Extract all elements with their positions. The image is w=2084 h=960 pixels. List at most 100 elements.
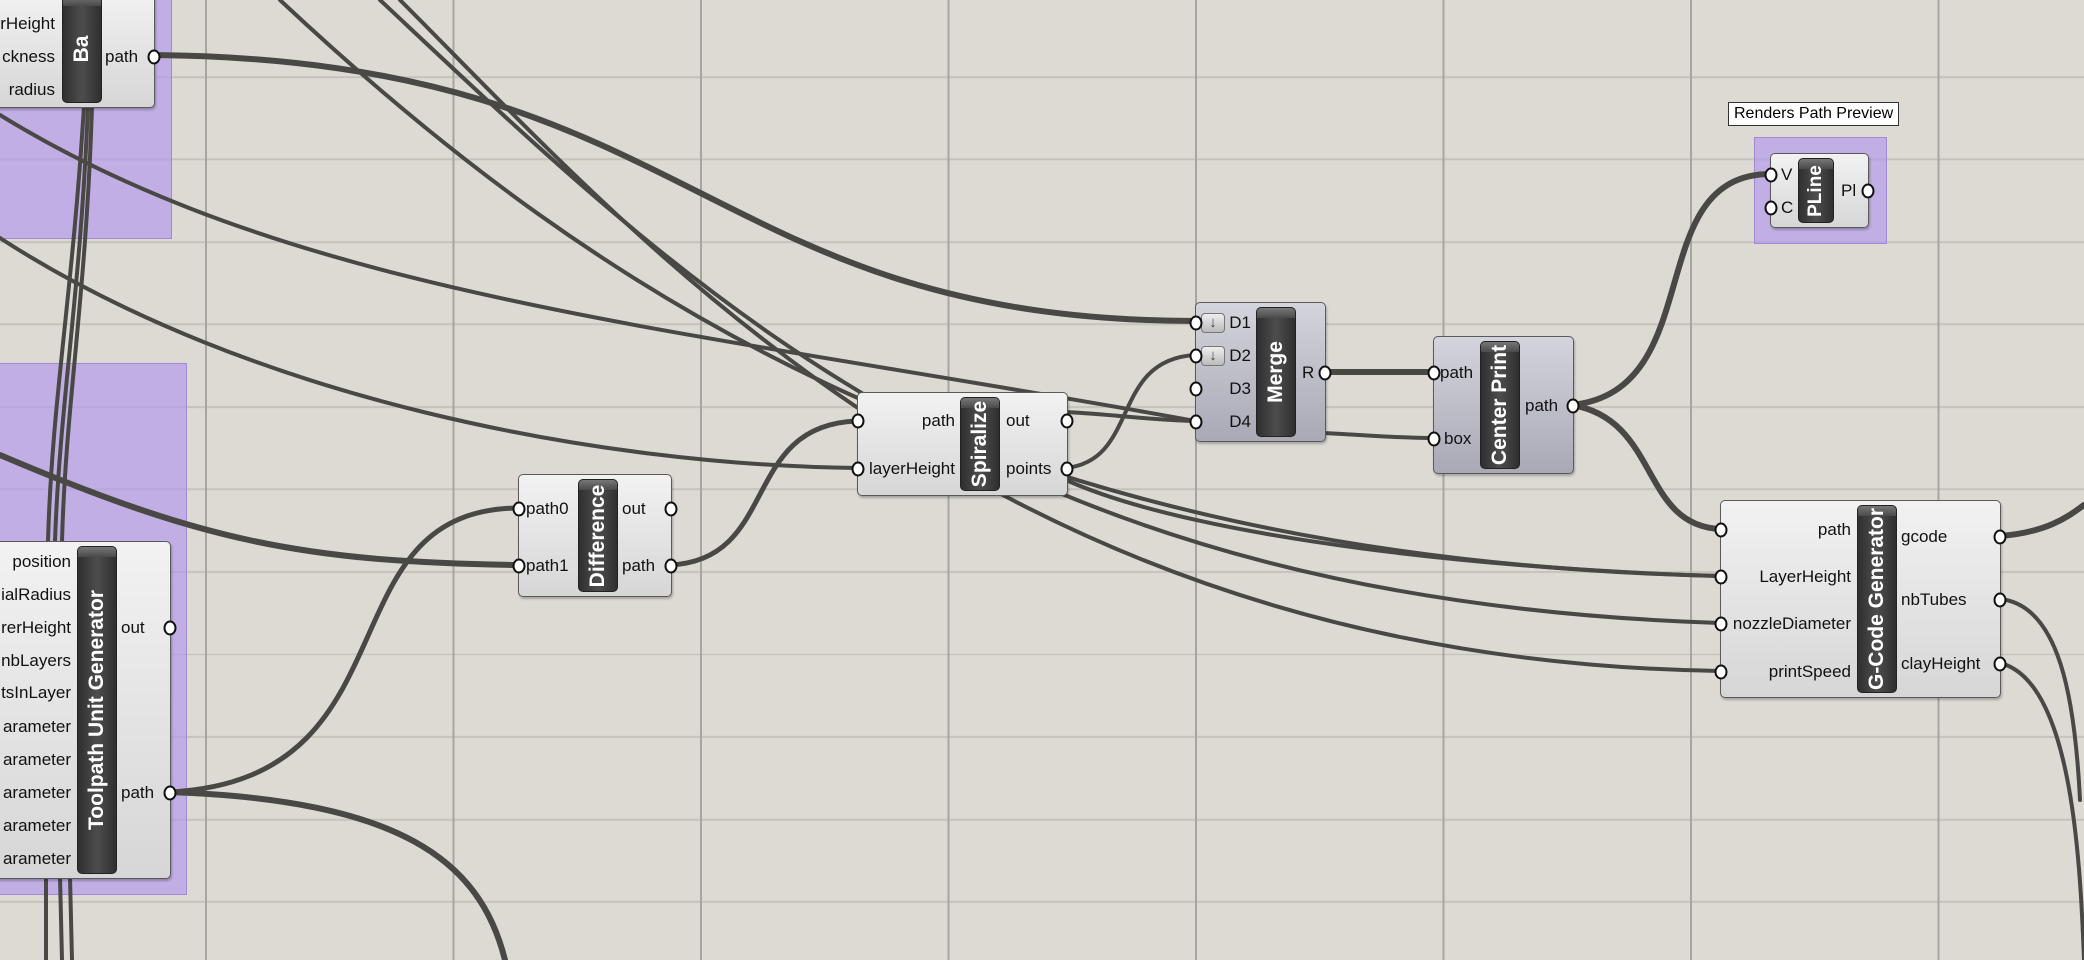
input-port[interactable] (1189, 315, 1203, 331)
input-label: printSpeed (1768, 662, 1851, 681)
flatten-arrow-down-icon[interactable]: ↓ (1201, 346, 1225, 366)
input-port[interactable] (1189, 381, 1203, 397)
node-pline[interactable]: PLine V C Pl (1764, 153, 1875, 228)
input-port[interactable] (1189, 414, 1203, 430)
wire-vertical-bottom-2[interactable] (58, 875, 64, 960)
input-port[interactable] (851, 413, 865, 429)
input-port[interactable] (1764, 167, 1778, 183)
wire-base-to-merge-d1[interactable] (150, 52, 1198, 324)
wire-center-to-gcode[interactable] (1569, 402, 1723, 532)
input-label: arameter (2, 783, 71, 802)
wire-vertical-1[interactable] (53, 104, 90, 543)
node-title-bar[interactable]: Difference (578, 479, 618, 592)
wire-to-merge-d4[interactable] (1064, 410, 1197, 423)
node-title-bar[interactable]: Toolpath Unit Generator (77, 546, 117, 874)
wire-clayheight-out[interactable] (1998, 661, 2084, 960)
input-label: rHeight (0, 14, 55, 33)
input-port[interactable] (1714, 522, 1728, 538)
node-title: Center Print (1488, 344, 1511, 466)
output-label: Pl (1841, 181, 1857, 200)
input-port[interactable] (1427, 365, 1441, 381)
output-label: points (1006, 459, 1052, 478)
wire-vertical-3[interactable] (46, 104, 86, 543)
flatten-arrow-down-icon[interactable]: ↓ (1201, 313, 1225, 333)
output-port[interactable] (147, 49, 161, 65)
input-label: arameter (2, 717, 71, 736)
input-label: V (1781, 165, 1793, 184)
output-port[interactable] (1993, 656, 2007, 672)
node-title-bar[interactable]: Spiralize (960, 397, 1000, 491)
input-label: ialRadius (1, 585, 71, 604)
wire-vertical-2[interactable] (60, 104, 94, 543)
node-base[interactable]: Ba rHeight ckness radius path (0, 0, 161, 108)
input-label: path (1817, 520, 1851, 539)
input-port[interactable] (512, 501, 526, 517)
node-title: Spiralize (968, 400, 991, 488)
node-spiralize[interactable]: Spiralize path layerHeight out points (851, 392, 1074, 496)
input-label: arameter (2, 750, 71, 769)
wire-to-center-box[interactable] (1322, 431, 1435, 440)
output-port[interactable] (1318, 365, 1332, 381)
node-toolpath-unit-generator[interactable]: Toolpath Unit Generator position ialRadi… (0, 541, 177, 879)
input-label: rerHeight (1, 618, 71, 637)
wire-vertical-bottom-3[interactable] (68, 875, 74, 960)
input-label: path (1440, 363, 1474, 382)
output-port[interactable] (664, 558, 678, 574)
output-port[interactable] (1861, 183, 1875, 199)
wire-spiralize-to-gcode[interactable] (1064, 478, 1722, 578)
input-label: D2 (1229, 346, 1251, 365)
output-label: clayHeight (1901, 654, 1981, 673)
output-label: gcode (1901, 527, 1948, 546)
node-title: Toolpath Unit Generator (85, 590, 108, 830)
node-difference[interactable]: Difference path0 path1 out path (512, 474, 678, 597)
wire-top-to-gcode-layerheight[interactable] (278, 0, 1722, 578)
wire-toolpath-to-difference[interactable] (166, 505, 521, 795)
wire-to-difference-path1[interactable] (0, 452, 521, 568)
node-title-bar[interactable]: PLine (1798, 158, 1834, 223)
input-port[interactable] (1764, 200, 1778, 216)
output-label: path (622, 556, 656, 575)
input-label: nbLayers (1, 651, 71, 670)
output-port[interactable] (1060, 413, 1074, 429)
wire-toolpath-down[interactable] (166, 789, 508, 960)
input-port[interactable] (512, 558, 526, 574)
input-label: nozzleDiameter (1732, 614, 1851, 633)
wire-to-spiralize-layerheight[interactable] (0, 236, 859, 470)
output-port[interactable] (1060, 461, 1074, 477)
input-port[interactable] (1189, 348, 1203, 364)
output-port[interactable] (664, 501, 678, 517)
input-port[interactable] (1714, 569, 1728, 585)
node-title-bar[interactable]: Merge (1256, 307, 1296, 437)
input-port[interactable] (851, 461, 865, 477)
node-center-print[interactable]: Center Print path box path (1427, 336, 1580, 474)
node-gcode-generator[interactable]: G-Code Generator path LayerHeight nozzle… (1714, 500, 2007, 698)
node-title-bar[interactable]: G-Code Generator (1857, 505, 1897, 693)
node-title-bar[interactable]: Center Print (1480, 341, 1520, 469)
input-label: ckness (2, 47, 55, 66)
node-title-bar[interactable]: Ba (62, 0, 102, 103)
output-port[interactable] (1566, 398, 1580, 414)
output-label: out (1006, 411, 1030, 430)
input-label: tsInLayer (1, 683, 71, 702)
output-port[interactable] (163, 785, 177, 801)
output-port[interactable] (163, 620, 177, 636)
output-label: out (121, 618, 145, 637)
input-port[interactable] (1427, 431, 1441, 447)
wire-nbtubes-out[interactable] (1998, 597, 2082, 802)
tooltip-renders-path-preview: Renders Path Preview (1728, 102, 1900, 126)
wire-center-to-pline[interactable] (1569, 171, 1773, 408)
output-label: path (1525, 396, 1559, 415)
output-port[interactable] (1993, 529, 2007, 545)
wire-top-to-merge-d4[interactable] (0, 113, 1197, 423)
output-label: out (622, 499, 646, 518)
node-title: G-Code Generator (1865, 507, 1888, 691)
input-port[interactable] (1714, 616, 1728, 632)
node-merge[interactable]: Merge ↓ ↓ D1 D2 D3 D4 R (1189, 302, 1332, 442)
wire-gcode-out[interactable] (1997, 502, 2084, 539)
wire-difference-to-spiralize[interactable] (667, 418, 860, 568)
output-label: path (105, 47, 139, 66)
input-port[interactable] (1714, 664, 1728, 680)
input-label: D1 (1229, 313, 1251, 332)
output-port[interactable] (1993, 592, 2007, 608)
